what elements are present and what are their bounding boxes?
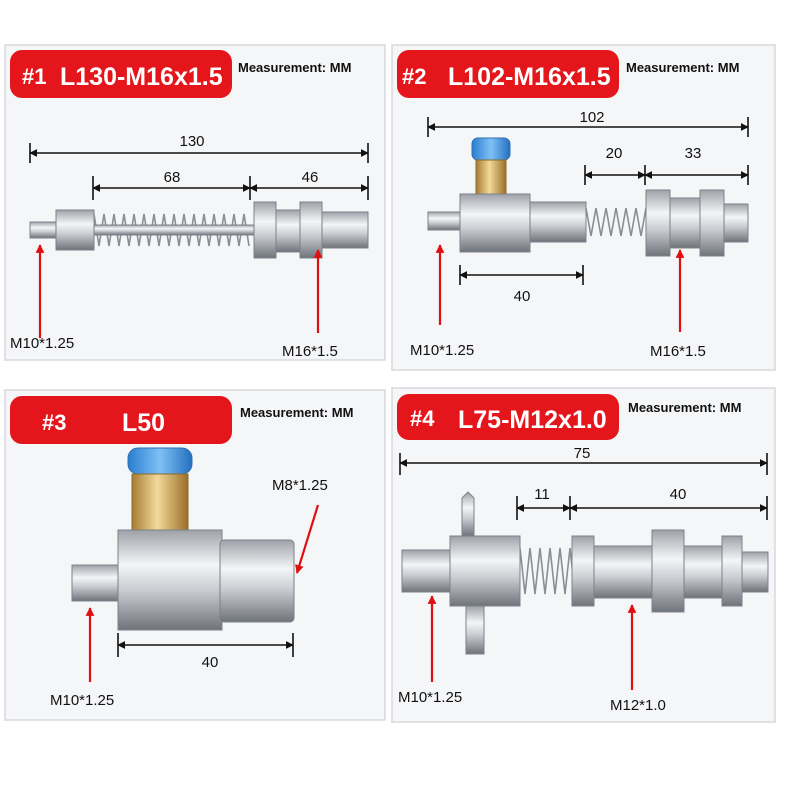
panel-1: #1 L130-M16x1.5 Measurement: MM 130 68 4…	[4, 44, 386, 361]
dim-thread: 33	[685, 145, 702, 162]
dim-thread: 40	[670, 486, 687, 503]
model-badge	[10, 50, 232, 98]
panel-4: #4 L75-M12x1.0 Measurement: MM 75 11 40	[391, 387, 776, 723]
thread-label-right: M16*1.5	[650, 343, 706, 360]
model-badge	[10, 396, 232, 444]
dim-total: 130	[179, 133, 204, 150]
thread-label-right: M16*1.5	[282, 343, 338, 360]
dim-thread: 46	[302, 169, 319, 186]
part-1-image	[29, 201, 369, 259]
thread-label-left: M10*1.25	[410, 342, 474, 359]
dim-total: 75	[574, 445, 591, 462]
measurement-unit: Measurement: MM	[238, 60, 351, 75]
model-badge	[397, 394, 619, 440]
badge-number: #3	[42, 410, 66, 435]
dimension-lines: 40	[117, 633, 294, 671]
thread-label-right: M12*1.0	[610, 697, 666, 714]
model-badge	[397, 50, 619, 98]
part-4-image	[401, 491, 769, 655]
dimension-lines: 102 20 33 40	[427, 109, 749, 305]
thread-label-left: M10*1.25	[10, 335, 74, 352]
panel-3: #3 L50 Measurement: MM 40 M8*1.25 M10*1.…	[4, 389, 386, 721]
measurement-unit: Measurement: MM	[240, 405, 353, 420]
dimension-lines: 75 11 40	[399, 445, 768, 520]
badge-number: #4	[410, 406, 435, 431]
measurement-unit: Measurement: MM	[628, 400, 741, 415]
dim-spring: 11	[534, 486, 550, 503]
part-3-image	[71, 447, 295, 631]
thread-label-left: M10*1.25	[50, 692, 114, 709]
dim-spring: 68	[164, 169, 181, 186]
badge-number: #1	[22, 64, 46, 89]
badge-number: #2	[402, 64, 426, 89]
thread-label-top: M8*1.25	[272, 477, 328, 494]
part-2-image	[427, 137, 749, 257]
dim-spring: 20	[606, 145, 623, 162]
badge-model: L102-M16x1.5	[448, 63, 611, 91]
badge-model: L75-M12x1.0	[458, 406, 607, 434]
badge-model: L50	[122, 409, 165, 437]
measurement-unit: Measurement: MM	[626, 60, 739, 75]
dim-total: 102	[579, 109, 604, 126]
thread-label-left: M10*1.25	[398, 689, 462, 706]
dim-body: 40	[202, 654, 219, 671]
badge-model: L130-M16x1.5	[60, 63, 223, 91]
panel-2: #2 L102-M16x1.5 Measurement: MM 102 20 3…	[391, 44, 776, 371]
dimension-lines: 130 68 46	[29, 133, 369, 200]
dim-body: 40	[514, 288, 531, 305]
